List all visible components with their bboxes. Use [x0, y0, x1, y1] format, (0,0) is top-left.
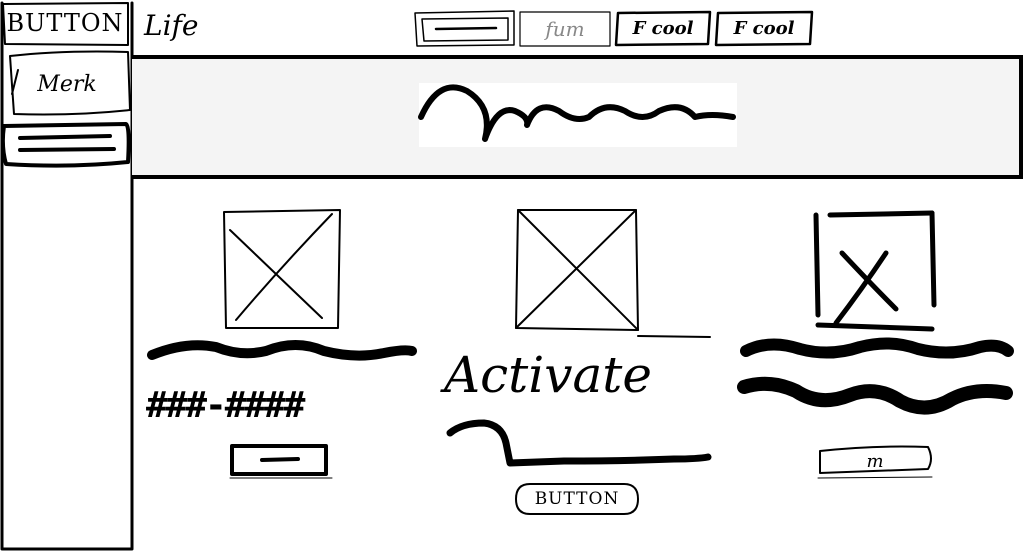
app-title: Life — [144, 6, 204, 50]
card-2-button-outline — [515, 483, 639, 515]
card-3-button-outline — [817, 445, 933, 479]
card-1-title: ###-#### — [146, 381, 416, 429]
sidebar-button[interactable]: BUTTON — [1, 1, 129, 46]
hero-scribble — [418, 83, 737, 147]
sidebar-frame — [0, 1, 134, 551]
card-2-scribble — [446, 419, 712, 467]
tab-1-outline — [414, 10, 515, 47]
image-placeholder-icon — [813, 210, 937, 332]
tab-3-label: F cool — [632, 17, 694, 39]
tab-3[interactable]: F cool — [614, 10, 712, 47]
card-3-button-label: m — [866, 450, 884, 472]
card-1-button-outline — [229, 444, 333, 479]
tab-3-outline — [614, 10, 712, 47]
app-title-text: Life — [144, 9, 199, 42]
card-1-subtitle-scribble — [147, 340, 417, 361]
tab-4[interactable]: F cool — [714, 10, 814, 47]
card-3-button[interactable]: m — [816, 443, 934, 479]
sidebar-card[interactable]: Merk — [4, 50, 131, 118]
sidebar: BUTTON Merk — [0, 0, 134, 551]
card-2-title-text: Activate — [444, 346, 652, 404]
card-2-button[interactable]: BUTTON — [514, 481, 640, 517]
card-3: m — [737, 205, 1014, 485]
card-1-title-text: ###-#### — [146, 384, 305, 426]
sidebar-button-label: BUTTON — [6, 9, 124, 37]
sidebar-item-selected[interactable] — [0, 122, 132, 168]
sidebar-button-outline — [2, 2, 129, 46]
sidebar-card-label: Merk — [37, 71, 97, 97]
card-3-text-scribble — [737, 337, 1014, 415]
tab-4-label: F cool — [733, 17, 795, 39]
tab-1[interactable] — [412, 9, 516, 47]
tab-2-outline — [519, 11, 611, 47]
card-1: ###-#### — [144, 205, 418, 485]
image-placeholder-icon — [515, 209, 639, 331]
card-1-button[interactable] — [228, 442, 333, 480]
hero-banner — [132, 55, 1023, 179]
sidebar-item-outline — [0, 122, 131, 168]
sidebar-card-outline — [9, 50, 131, 116]
card-2-title: Activate — [444, 340, 712, 410]
image-placeholder-icon — [223, 209, 341, 329]
card-2-button-label: BUTTON — [534, 489, 620, 509]
tab-4-outline — [714, 10, 814, 47]
tab-2[interactable]: fum — [518, 10, 612, 48]
card-2-rule — [637, 335, 711, 338]
tab-2-label: fum — [545, 17, 585, 41]
card-2: Activate BUTTON — [440, 205, 714, 525]
